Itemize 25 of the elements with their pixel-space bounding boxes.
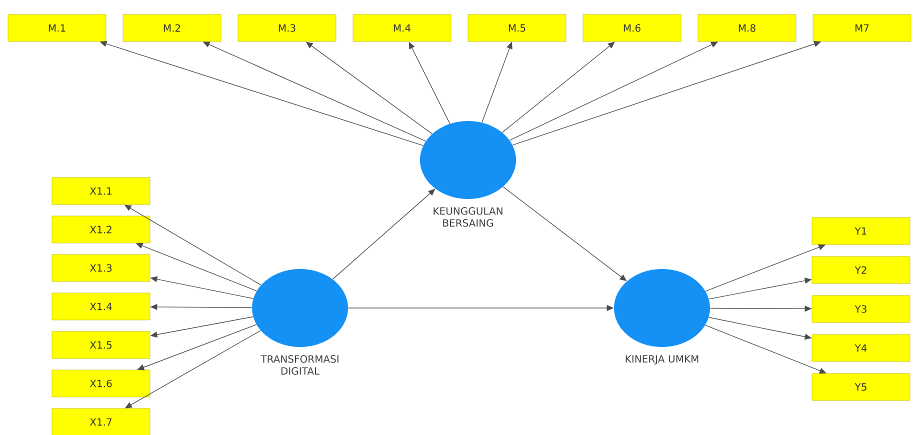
indicator-box: M.8 xyxy=(698,14,796,42)
indicator-box: X1.5 xyxy=(52,331,150,359)
indicator-box: Y4 xyxy=(812,334,910,362)
indicator-box: X1.4 xyxy=(52,292,150,320)
construct-label: KEUNGGULAN BERSAING xyxy=(434,207,502,227)
indicator-box: X1.1 xyxy=(52,177,150,205)
indicator-box: M.6 xyxy=(582,14,682,42)
construct-label: TRANSFORMASI DIGITAL xyxy=(260,355,338,375)
indicator-box: X1.3 xyxy=(52,254,150,282)
indicator-box: M.1 xyxy=(8,14,106,42)
indicator-box: M.3 xyxy=(238,14,336,42)
arrow xyxy=(502,42,615,133)
indicator-box: X1.2 xyxy=(52,216,150,244)
arrow xyxy=(704,324,826,374)
indicator-box: Y2 xyxy=(812,256,910,284)
indicator-box: M.2 xyxy=(122,14,222,42)
construct-label: KINERJA UMKM xyxy=(626,355,698,364)
indicator-box: Y3 xyxy=(812,295,910,323)
indicator-box: M7 xyxy=(812,14,912,42)
indicator-box: M.5 xyxy=(468,14,566,42)
indicator-box: X1.6 xyxy=(52,370,150,398)
indicator-box: Y1 xyxy=(812,217,910,245)
indicator-box: X1.7 xyxy=(52,408,150,435)
indicator-box: M.4 xyxy=(352,14,452,42)
indicator-box: Y5 xyxy=(812,373,910,401)
